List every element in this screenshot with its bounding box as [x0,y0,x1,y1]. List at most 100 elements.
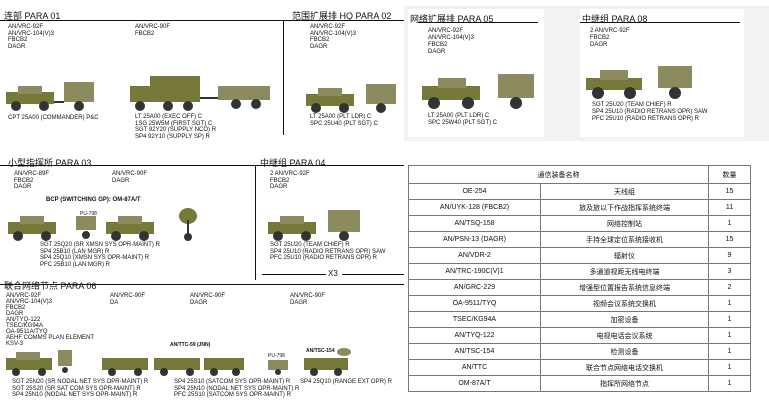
para06-crew-3: SP4 25Q10 (RANGE EXT OPR) R [300,379,392,385]
divider-top [0,20,404,21]
humvee-trailer-icon [268,210,360,241]
multiplier-line-right [342,274,404,275]
para06-crew-2: SP4 25S10 (SATCOM SYS OPR-MAINT) R SP4 2… [174,379,300,398]
humvee-trailer-icon [586,66,692,99]
equipment-qty-cell: 1 [708,215,751,232]
equipment-desc-cell: 辐射仪 [540,247,709,264]
equipment-desc-cell: 手持全球定位系统接收机 [540,231,709,248]
humvee-trailer-icon [6,82,94,111]
para06-title: 联合网络节点 PARA 06 [4,281,97,291]
truck-trailer-icon [130,76,270,111]
divider-para08 [580,22,740,23]
equipment-desc-cell: 电视电话会议系统 [540,327,709,344]
para01-crew-left: CPT 25A00 (COMMANDER) P&C [8,115,99,121]
equipment-model-cell: AN/GRC-229 [408,279,541,296]
equipment-desc-cell: 加密设备 [540,311,709,328]
humvee-group-icon [8,208,197,241]
para06-crew-1: SGT 25N20 (SR NODAL NET SYS OPR-MAINT) R… [12,379,149,398]
equipment-model-cell: AN/PSN-13 (DAGR) [408,231,541,248]
equipment-model-cell: AN/VDR-2 [408,247,541,264]
equipment-model-cell: AN/TRC-190C(V)1 [408,263,541,280]
divider-v1 [283,20,284,135]
para06-tsc-label: AN/TSC-154 [306,348,335,354]
equipment-qty-cell: 1 [708,359,751,376]
equipment-qty-cell: 9 [708,247,751,264]
equipment-desc-cell: 增强型位置报告系统信息终端 [540,279,709,296]
para05-radio: AN/VRC-92F AN/VRC-104(V)3 FBCB2 DAGR [428,28,475,55]
equipment-model-cell: AN/TYQ-122 [408,327,541,344]
equipment-qty-cell: 2 [708,279,751,296]
equipment-model-cell: AN/UYK-128 (FBCB2) [408,199,541,216]
para02-crew: LT 25A00 (PLT LDR) C SPC 25U40 (PLT SGT)… [310,114,378,127]
equipment-qty-cell: 1 [708,327,751,344]
para06-radio-3: AN/VRC-90F DAGR [190,293,226,306]
equipment-model-cell: OE-254 [408,183,541,200]
para01-crew-mid: LT 25A00 (EXEC OFF) C 1SG 25W5M (FIRST S… [135,114,217,140]
para03-title: 小型指挥所 PARA 03 [8,158,92,168]
equipment-qty-cell: 1 [708,343,751,360]
para01-title: 连部 PARA 01 [4,11,61,21]
equipment-model-cell: AN/TSQ-158 [408,215,541,232]
para06-ttc-label: AN/TTC-59 (JNN) [170,342,211,348]
para03-radio-mid: AN/VRC-90F DAGR [112,171,148,184]
equipment-qty-cell: 15 [708,231,751,248]
para06-pu-label: PU-798 [268,353,285,359]
para03-crew: SGT 25Q20 (SR XMSN SYS OPR-MAINT) R SP4 … [40,242,160,268]
para06-radio-1: AN/VRC-92F AN/VRC-104(V)3 FBCB2 DAGR AN/… [6,293,95,347]
para02-title: 范围扩展排 HQ PARA 02 [292,11,392,21]
equipment-model-cell: AN/TTC [408,359,541,376]
equipment-qty-cell: 15 [708,183,751,200]
equipment-qty-cell: 1 [708,295,751,312]
equipment-qty-cell: 1 [708,311,751,328]
equipment-desc-cell: 检测设备 [540,343,709,360]
equipment-model-cell: AN/TSC-154 [408,343,541,360]
para03-bcp-label: BCP (SWITCHING GP): OM-87A/T [46,197,141,203]
para04-radio: 2 AN/VRC-92F FBCB2 DAGR [270,171,310,190]
equipment-qty-cell: 11 [708,199,751,216]
para04-multiplier: X3 [328,269,338,278]
humvee-trailer-icon [422,74,534,109]
para04-crew: SGT 25U20 (TEAM CHIEF) R SP4 25U10 (RADI… [270,242,386,261]
divider-low [0,284,404,285]
para05-crew: LT 25A00 (PLT LDR) C SPC 25W40 (PLT SGT)… [428,113,498,126]
para05-title: 网络扩展排 PARA 05 [410,14,494,24]
equipment-desc-cell: 天线组 [540,183,709,200]
divider-para05 [418,22,538,23]
equipment-qty-cell: 3 [708,263,751,280]
divider-mid [0,165,404,166]
equipment-qty-cell: 1 [708,375,751,392]
para01-radio-left: AN/VRC-92F AN/VRC-104(V)3 FBCB2 DAGR [8,24,55,50]
para03-radio-left: AN/VRC-89F FBCB2 DAGR [14,171,50,190]
para04-title: 中继组 PARA 04 [260,158,326,168]
header-quantity: 数量 [708,165,751,184]
panel-para05 [408,9,544,137]
equipment-model-cell: TSEC/KG94A [408,311,541,328]
multiplier-line-left [262,274,326,275]
equipment-desc-cell: 视频会议系统交换机 [540,295,709,312]
humvee-trailer-icon [306,84,396,113]
equipment-desc-cell: 指挥所网络节点 [540,375,709,392]
divider-v2 [255,165,256,280]
header-equipment-name: 通信装备名称 [408,165,709,184]
para02-radio: AN/VRC-92F AN/VRC-104(V)3 FBCB2 DAGR [310,24,357,50]
para08-title: 中继组 PARA 08 [582,14,648,24]
equipment-desc-cell: 多通道视距无线电终端 [540,263,709,280]
equipment-desc-cell: 联合节点网络电话交换机 [540,359,709,376]
para06-radio-4: AN/VRC-90F DAGR [290,293,326,306]
para06-radio-2: AN/VRC-90F DA [110,293,146,306]
table-header-row: 通信装备名称 数量 [408,165,751,184]
